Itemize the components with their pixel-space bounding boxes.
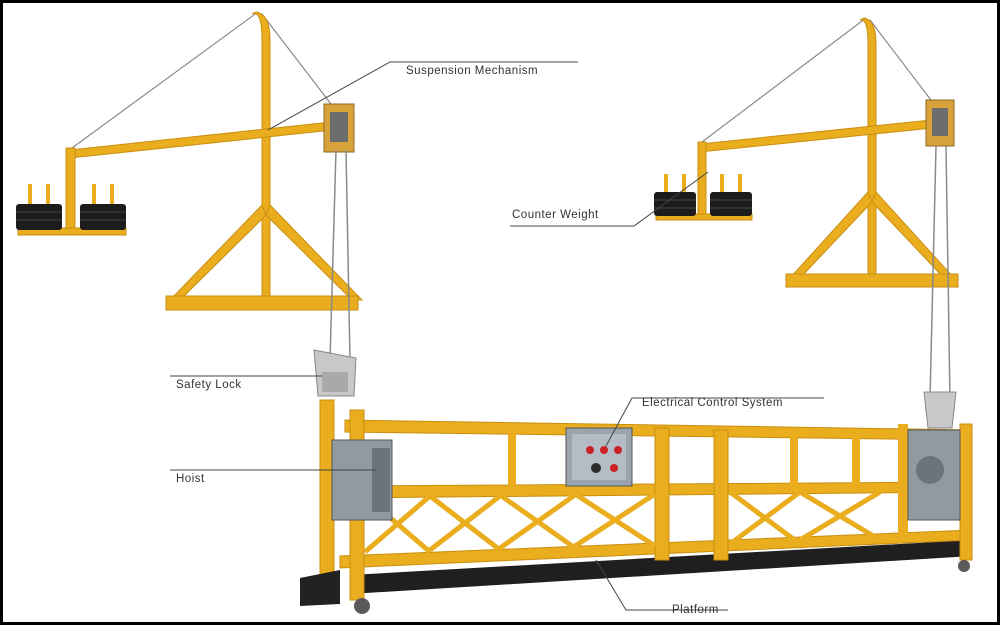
label-counter-weight: Counter Weight (512, 209, 599, 221)
hoist-left (331, 439, 393, 521)
electrical-control-box (565, 427, 633, 487)
left-suspension-mechanism (16, 11, 364, 311)
left-counterweight-blocks (16, 184, 126, 230)
label-hoist: Hoist (176, 473, 205, 485)
safety-lock-left (313, 349, 357, 397)
label-platform: Platform (672, 604, 719, 616)
right-counterweight-blocks (654, 174, 752, 216)
wire-ropes (329, 145, 951, 401)
label-electrical-control-system: Electrical Control System (642, 397, 783, 409)
label-suspension-mechanism: Suspension Mechanism (406, 65, 539, 77)
platform (300, 399, 973, 614)
safety-lock-right (923, 391, 957, 429)
label-safety-lock: Safety Lock (176, 379, 242, 391)
right-suspension-mechanism (654, 17, 959, 288)
hoist-right (907, 429, 961, 521)
leader-lines (170, 61, 824, 611)
